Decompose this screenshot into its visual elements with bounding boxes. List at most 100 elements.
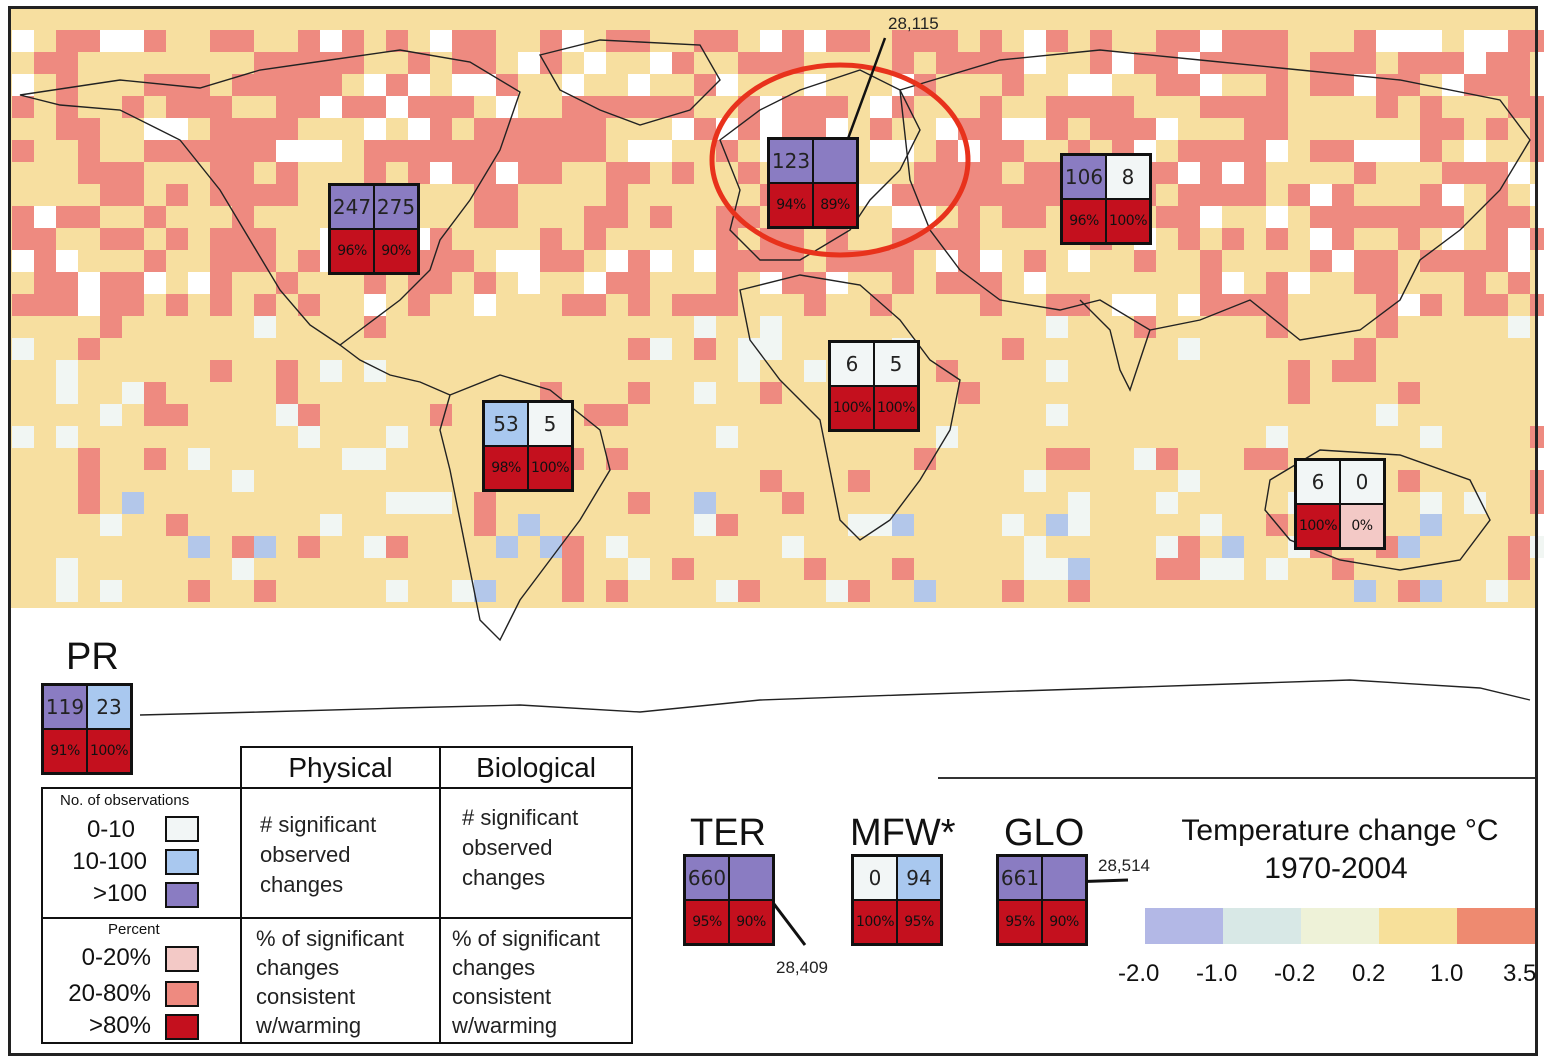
australia-count-cell: 0 (1341, 461, 1383, 503)
grid-cell (1200, 294, 1222, 316)
pct-row-3: >80% (88, 1012, 151, 1039)
grid-cell (606, 580, 628, 602)
grid-cell (254, 316, 276, 338)
grid-cell (1442, 74, 1464, 96)
grid-cell (496, 536, 518, 558)
grid-cell (980, 30, 1002, 52)
temperature-scale-title: Temperature change °C (1181, 814, 1499, 847)
grid-cell (1024, 470, 1046, 492)
grid-cell (1486, 118, 1508, 140)
grid-cell (166, 118, 188, 140)
grid-cell (1354, 30, 1376, 52)
grid-cell (584, 404, 606, 426)
grid-cell (1486, 250, 1508, 272)
grid-cell (232, 536, 254, 558)
grid-cell (320, 360, 342, 382)
grid-cell (650, 96, 672, 118)
grid-cell (1442, 162, 1464, 184)
grid-cell (1464, 272, 1486, 294)
grid-cell (936, 30, 958, 52)
europe-arrow (840, 37, 887, 156)
grid-cell (1464, 52, 1486, 74)
grid-cell (980, 96, 1002, 118)
grid-cell (1002, 206, 1024, 228)
grid-cell (1420, 52, 1442, 74)
grid-cell (848, 470, 870, 492)
grid-cell (474, 272, 496, 294)
grid-cell (1420, 206, 1442, 228)
grid-cell (1112, 118, 1134, 140)
grid-cell (232, 228, 254, 250)
pct-swatch-low (165, 946, 199, 972)
obs-swatch-low (165, 816, 199, 842)
grid-cell (584, 294, 606, 316)
grid-cell (672, 52, 694, 74)
grid-cell (738, 162, 760, 184)
grid-cell (760, 250, 782, 272)
grid-cell (760, 30, 782, 52)
grid-cell (1200, 206, 1222, 228)
grid-cell (1508, 558, 1530, 580)
grid-cell (1200, 184, 1222, 206)
temperature-scale-tick: 0.2 (1352, 960, 1386, 987)
grid-cell (980, 140, 1002, 162)
grid-cell (452, 580, 474, 602)
grid-cell (1068, 514, 1090, 536)
grid-cell (562, 558, 584, 580)
grid-cell (1090, 96, 1112, 118)
grid-cell (1266, 294, 1288, 316)
grid-cell (1420, 96, 1442, 118)
grid-cell (980, 294, 1002, 316)
grid-cell (1442, 118, 1464, 140)
grid-cell (1354, 580, 1376, 602)
europe-count-cell: 123 (770, 140, 812, 182)
mfw-percent-cell: 100% (854, 901, 896, 943)
grid-cell (1464, 162, 1486, 184)
grid-cell (1244, 30, 1266, 52)
grid-cell (914, 580, 936, 602)
grid-cell (276, 184, 298, 206)
grid-cell (1486, 30, 1508, 52)
grid-cell (1200, 96, 1222, 118)
grid-cell (1398, 30, 1420, 52)
grid-cell (386, 140, 408, 162)
grid-cell (540, 140, 562, 162)
grid-cell (386, 492, 408, 514)
grid-cell (1002, 184, 1024, 206)
grid-cell (518, 162, 540, 184)
grid-cell (1024, 162, 1046, 184)
grid-cell (1508, 228, 1530, 250)
grid-cell (672, 294, 694, 316)
coast-central-america (339, 344, 451, 396)
grid-cell (628, 492, 650, 514)
grid-cell (716, 272, 738, 294)
grid-cell (56, 360, 78, 382)
grid-cell (320, 74, 342, 96)
grid-cell (1354, 52, 1376, 74)
grid-cell (1134, 294, 1156, 316)
grid-cell (452, 30, 474, 52)
temperature-scale-swatch (1145, 908, 1223, 944)
grid-cell (870, 140, 892, 162)
south-america-count-cell: 53 (485, 403, 527, 445)
temperature-scale-swatch (1457, 908, 1535, 944)
grid-cell (738, 580, 760, 602)
temperature-scale-swatch (1223, 908, 1301, 944)
grid-cell (628, 162, 650, 184)
grid-cell (1486, 162, 1508, 184)
coast-europe (719, 69, 921, 261)
grid-cell (1134, 118, 1156, 140)
africa-percent-cell: 100% (831, 387, 873, 429)
pct-row-1: 0-20% (81, 944, 151, 971)
grid-cell (1090, 30, 1112, 52)
grid-cell (1486, 580, 1508, 602)
grid-cell (1332, 184, 1354, 206)
grid-cell (1222, 184, 1244, 206)
grid-cell (474, 492, 496, 514)
grid-cell (1266, 118, 1288, 140)
